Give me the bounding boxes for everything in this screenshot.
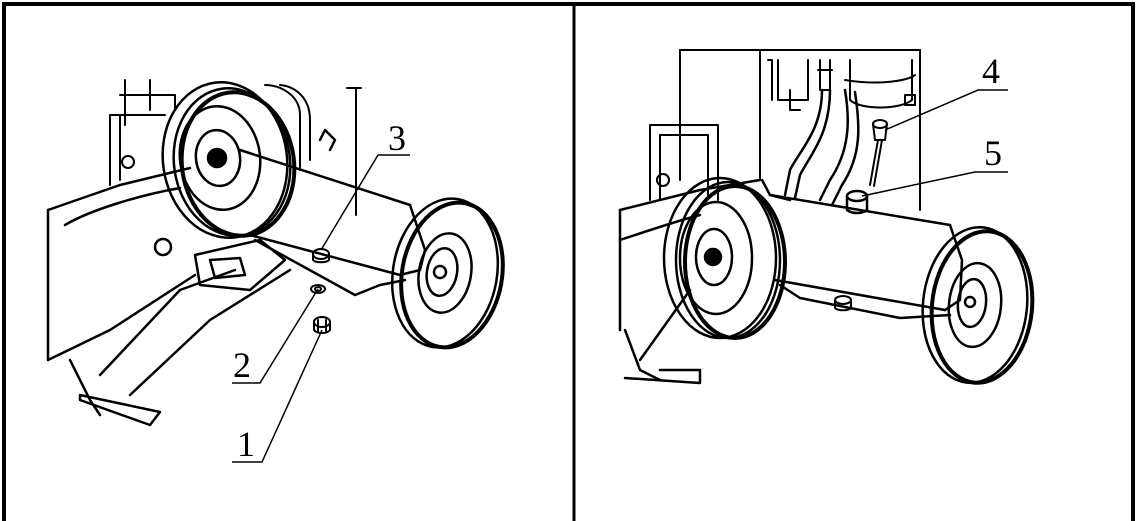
left-upright-frame [109, 79, 362, 216]
callout-5: 5 [984, 133, 1002, 173]
callout-2: 2 [233, 345, 251, 385]
left-near-wheel [161, 81, 297, 239]
right-grease-fitting-4 [869, 119, 888, 187]
left-far-wheel [390, 197, 505, 350]
left-panel: 3 2 1 [46, 79, 505, 464]
callout-1: 1 [237, 424, 255, 464]
right-side-bracket [649, 124, 719, 201]
right-near-wheel [662, 176, 787, 340]
right-far-wheel [921, 225, 1035, 385]
right-upright-frame [679, 49, 921, 211]
right-leader-lines [861, 89, 1008, 197]
left-leader-lines [232, 154, 410, 463]
right-panel: 4 5 [618, 49, 1035, 385]
left-fastener-washer-2 [310, 284, 326, 294]
right-frame-plate [618, 178, 762, 385]
right-nut-under-axle [834, 295, 852, 312]
callout-3: 3 [388, 118, 406, 158]
left-fastener-nut-1 [313, 316, 331, 334]
right-hydraulic-pipes [760, 88, 860, 207]
left-frame-plate [46, 166, 292, 427]
callout-4: 4 [982, 51, 1000, 91]
